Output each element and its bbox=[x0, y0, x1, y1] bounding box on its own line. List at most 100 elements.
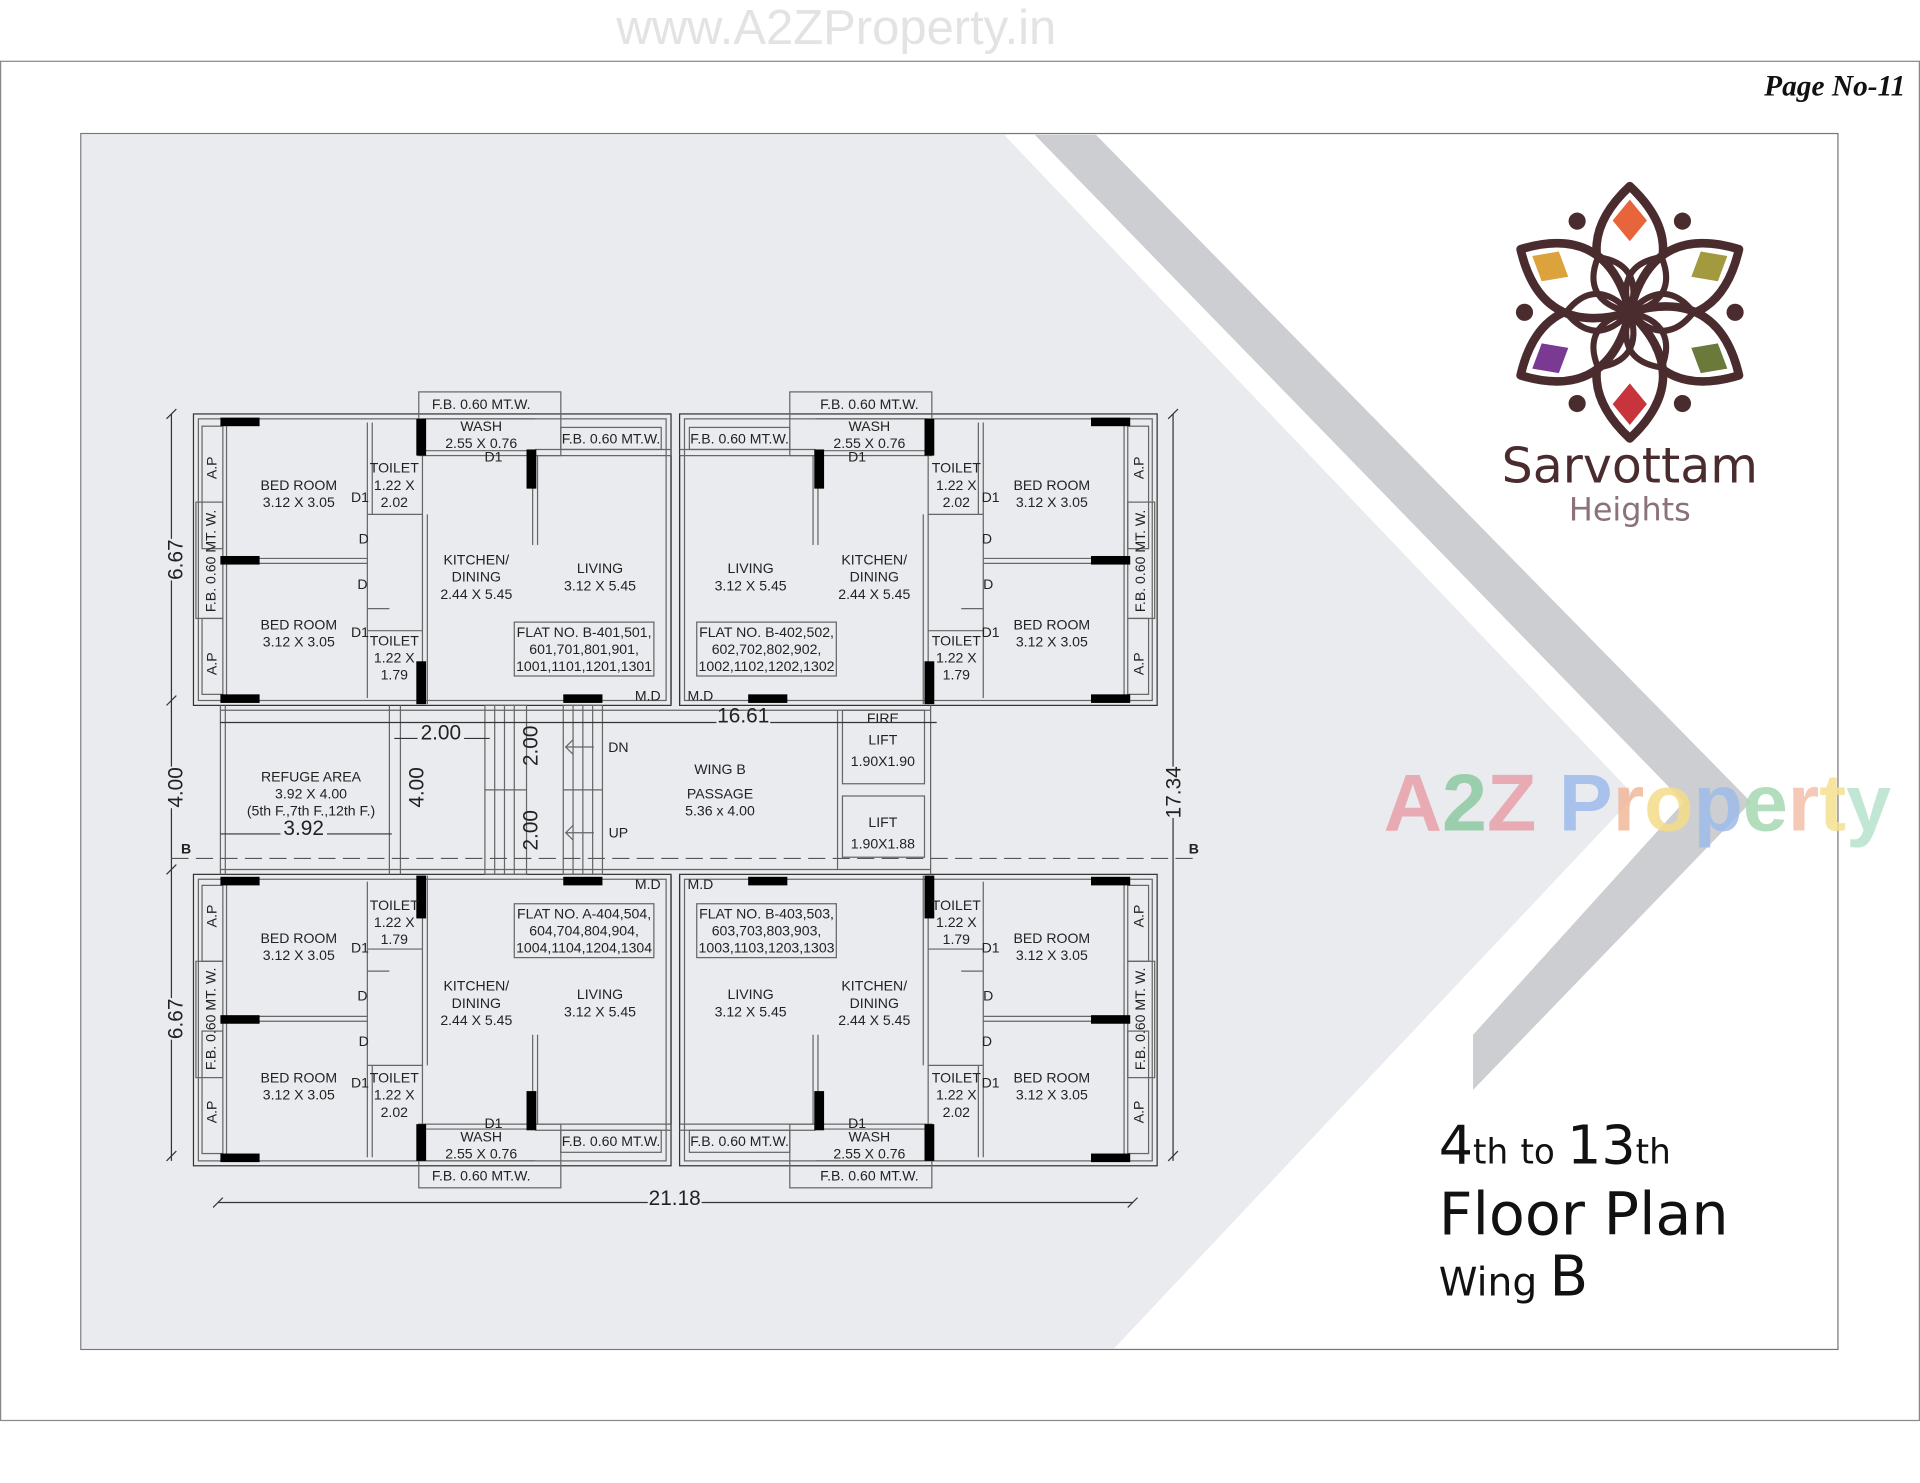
wash-label-line: 2.55 X 0.76 bbox=[445, 435, 517, 451]
watermark-letter bbox=[1536, 758, 1558, 848]
toilet-label-line: TOILET bbox=[370, 460, 419, 476]
flat-number-label-line: 1003,1103,1203,1303 bbox=[699, 940, 835, 956]
logo-petal-gem bbox=[1612, 383, 1647, 425]
door-label-line: D bbox=[357, 576, 367, 592]
dimension-label: 21.18 bbox=[649, 1187, 701, 1210]
flat-number-label: FLAT NO. B-402,502,602,702,802,902,1002,… bbox=[699, 624, 835, 674]
flat-number-label-line: 1004,1104,1204,1304 bbox=[516, 940, 652, 956]
kitchen-label-line: 2.44 X 5.45 bbox=[440, 1012, 512, 1028]
flat-number-label-line: 603,703,803,903, bbox=[712, 923, 822, 939]
column bbox=[220, 555, 260, 565]
door-label-line: D1 bbox=[982, 624, 1000, 640]
wash-label-line: WASH bbox=[460, 418, 502, 434]
bedroom-label-line: BED ROOM bbox=[1014, 930, 1091, 946]
wash-label-line: WASH bbox=[849, 418, 891, 434]
toilet-label-line: 1.22 X bbox=[374, 650, 415, 666]
toilet-label-line: 2.02 bbox=[381, 1104, 409, 1120]
stair-down-label-line: DN bbox=[608, 739, 628, 755]
dimension-label: 4.00 bbox=[164, 767, 187, 807]
flower-bed-label: F.B. 0.60 MT.W. bbox=[432, 1167, 531, 1183]
refuge-area-label-line: 3.92 X 4.00 bbox=[275, 785, 347, 801]
living-label-line: LIVING bbox=[728, 986, 774, 1002]
door-label-line: D bbox=[359, 531, 369, 547]
stair-down-label: DN bbox=[608, 739, 628, 755]
dimension-label: 3.92 bbox=[283, 817, 323, 840]
dimension-label: 2.00 bbox=[421, 722, 461, 745]
watermark-letter: P bbox=[1559, 758, 1613, 848]
wing-label-line: WING B bbox=[694, 761, 746, 777]
main-door-label: M.D bbox=[635, 687, 661, 703]
flat-walls bbox=[192, 391, 672, 706]
toilet-label-line: 1.22 X bbox=[374, 1087, 415, 1103]
door-label-line: D1 bbox=[351, 624, 369, 640]
watermark-letter: t bbox=[1819, 758, 1846, 848]
refuge-area-label-line: (5th F.,7th F.,12th F.) bbox=[247, 803, 375, 819]
flat-number-label: FLAT NO. B-401,501,601,701,801,901,1001,… bbox=[516, 624, 652, 674]
dimension-label: 6.67 bbox=[164, 539, 187, 579]
column bbox=[924, 1124, 935, 1161]
toilet-label-line: 1.79 bbox=[381, 931, 409, 947]
bedroom-label-line: BED ROOM bbox=[260, 616, 337, 632]
ap-label: A.P bbox=[204, 1101, 220, 1124]
title-from-num: 4 bbox=[1439, 1113, 1473, 1176]
main-door-label-line: M.D bbox=[688, 876, 714, 892]
flower-bed-label: F.B. 0.60 MT.W. bbox=[432, 396, 531, 412]
flat-walls bbox=[192, 873, 672, 1189]
fire-lift-label-line: LIFT bbox=[868, 732, 897, 748]
column bbox=[1091, 694, 1131, 703]
logo-dot bbox=[1568, 394, 1586, 413]
flower-bed-label: F.B. 0.60 MT. W. bbox=[203, 968, 219, 1070]
watermark-letter: e bbox=[1743, 758, 1788, 848]
door-label-line: D1 bbox=[982, 1074, 1000, 1090]
door-label: D1 bbox=[982, 940, 1000, 956]
ap-label-line: A.P bbox=[1131, 652, 1147, 675]
door-label: D bbox=[983, 987, 993, 1003]
toilet-label-line: 2.02 bbox=[381, 494, 409, 510]
flower-bed-label: F.B. 0.60 MT. W. bbox=[1132, 510, 1148, 612]
column bbox=[526, 449, 537, 489]
toilet-label-line: TOILET bbox=[932, 632, 981, 648]
kitchen-label-line: KITCHEN/ bbox=[841, 978, 907, 994]
stair-up-label: UP bbox=[609, 825, 629, 841]
bedroom-label-line: BED ROOM bbox=[1014, 1070, 1091, 1086]
door-label-line: D bbox=[983, 987, 993, 1003]
door-label-line: D bbox=[982, 1033, 992, 1049]
door-label: D bbox=[357, 576, 367, 592]
door-label: D1 bbox=[351, 624, 369, 640]
kitchen-label-line: 2.44 X 5.45 bbox=[440, 586, 512, 602]
flower-bed-label: F.B. 0.60 MT.W. bbox=[690, 430, 789, 446]
door-label-line: D1 bbox=[982, 940, 1000, 956]
dimension-label: 6.67 bbox=[164, 999, 187, 1039]
ap-label-line: A.P bbox=[204, 905, 220, 928]
door-label-line: D1 bbox=[484, 449, 502, 465]
column bbox=[1091, 876, 1131, 886]
logo-petal-gem bbox=[1612, 199, 1647, 242]
column bbox=[924, 418, 935, 456]
sarvottam-logo bbox=[1515, 181, 1744, 443]
flower-bed-label: F.B. 0.60 MT.W. bbox=[562, 430, 661, 446]
logo-dot bbox=[1673, 212, 1692, 230]
ap-label: A.P bbox=[204, 905, 220, 928]
logo-subtitle: Heights bbox=[1569, 490, 1691, 528]
refuge-area-label-line: REFUGE AREA bbox=[261, 768, 362, 784]
ap-label: A.P bbox=[1131, 1101, 1147, 1124]
door-label: D1 bbox=[351, 1074, 369, 1090]
dimension-label: 16.61 bbox=[717, 705, 769, 728]
watermark-letter: y bbox=[1846, 758, 1891, 848]
logo-petal-gem bbox=[1532, 251, 1569, 282]
column bbox=[1091, 1015, 1131, 1024]
toilet-label-line: 1.79 bbox=[943, 931, 971, 947]
toilet-label-line: 1.79 bbox=[381, 667, 409, 683]
